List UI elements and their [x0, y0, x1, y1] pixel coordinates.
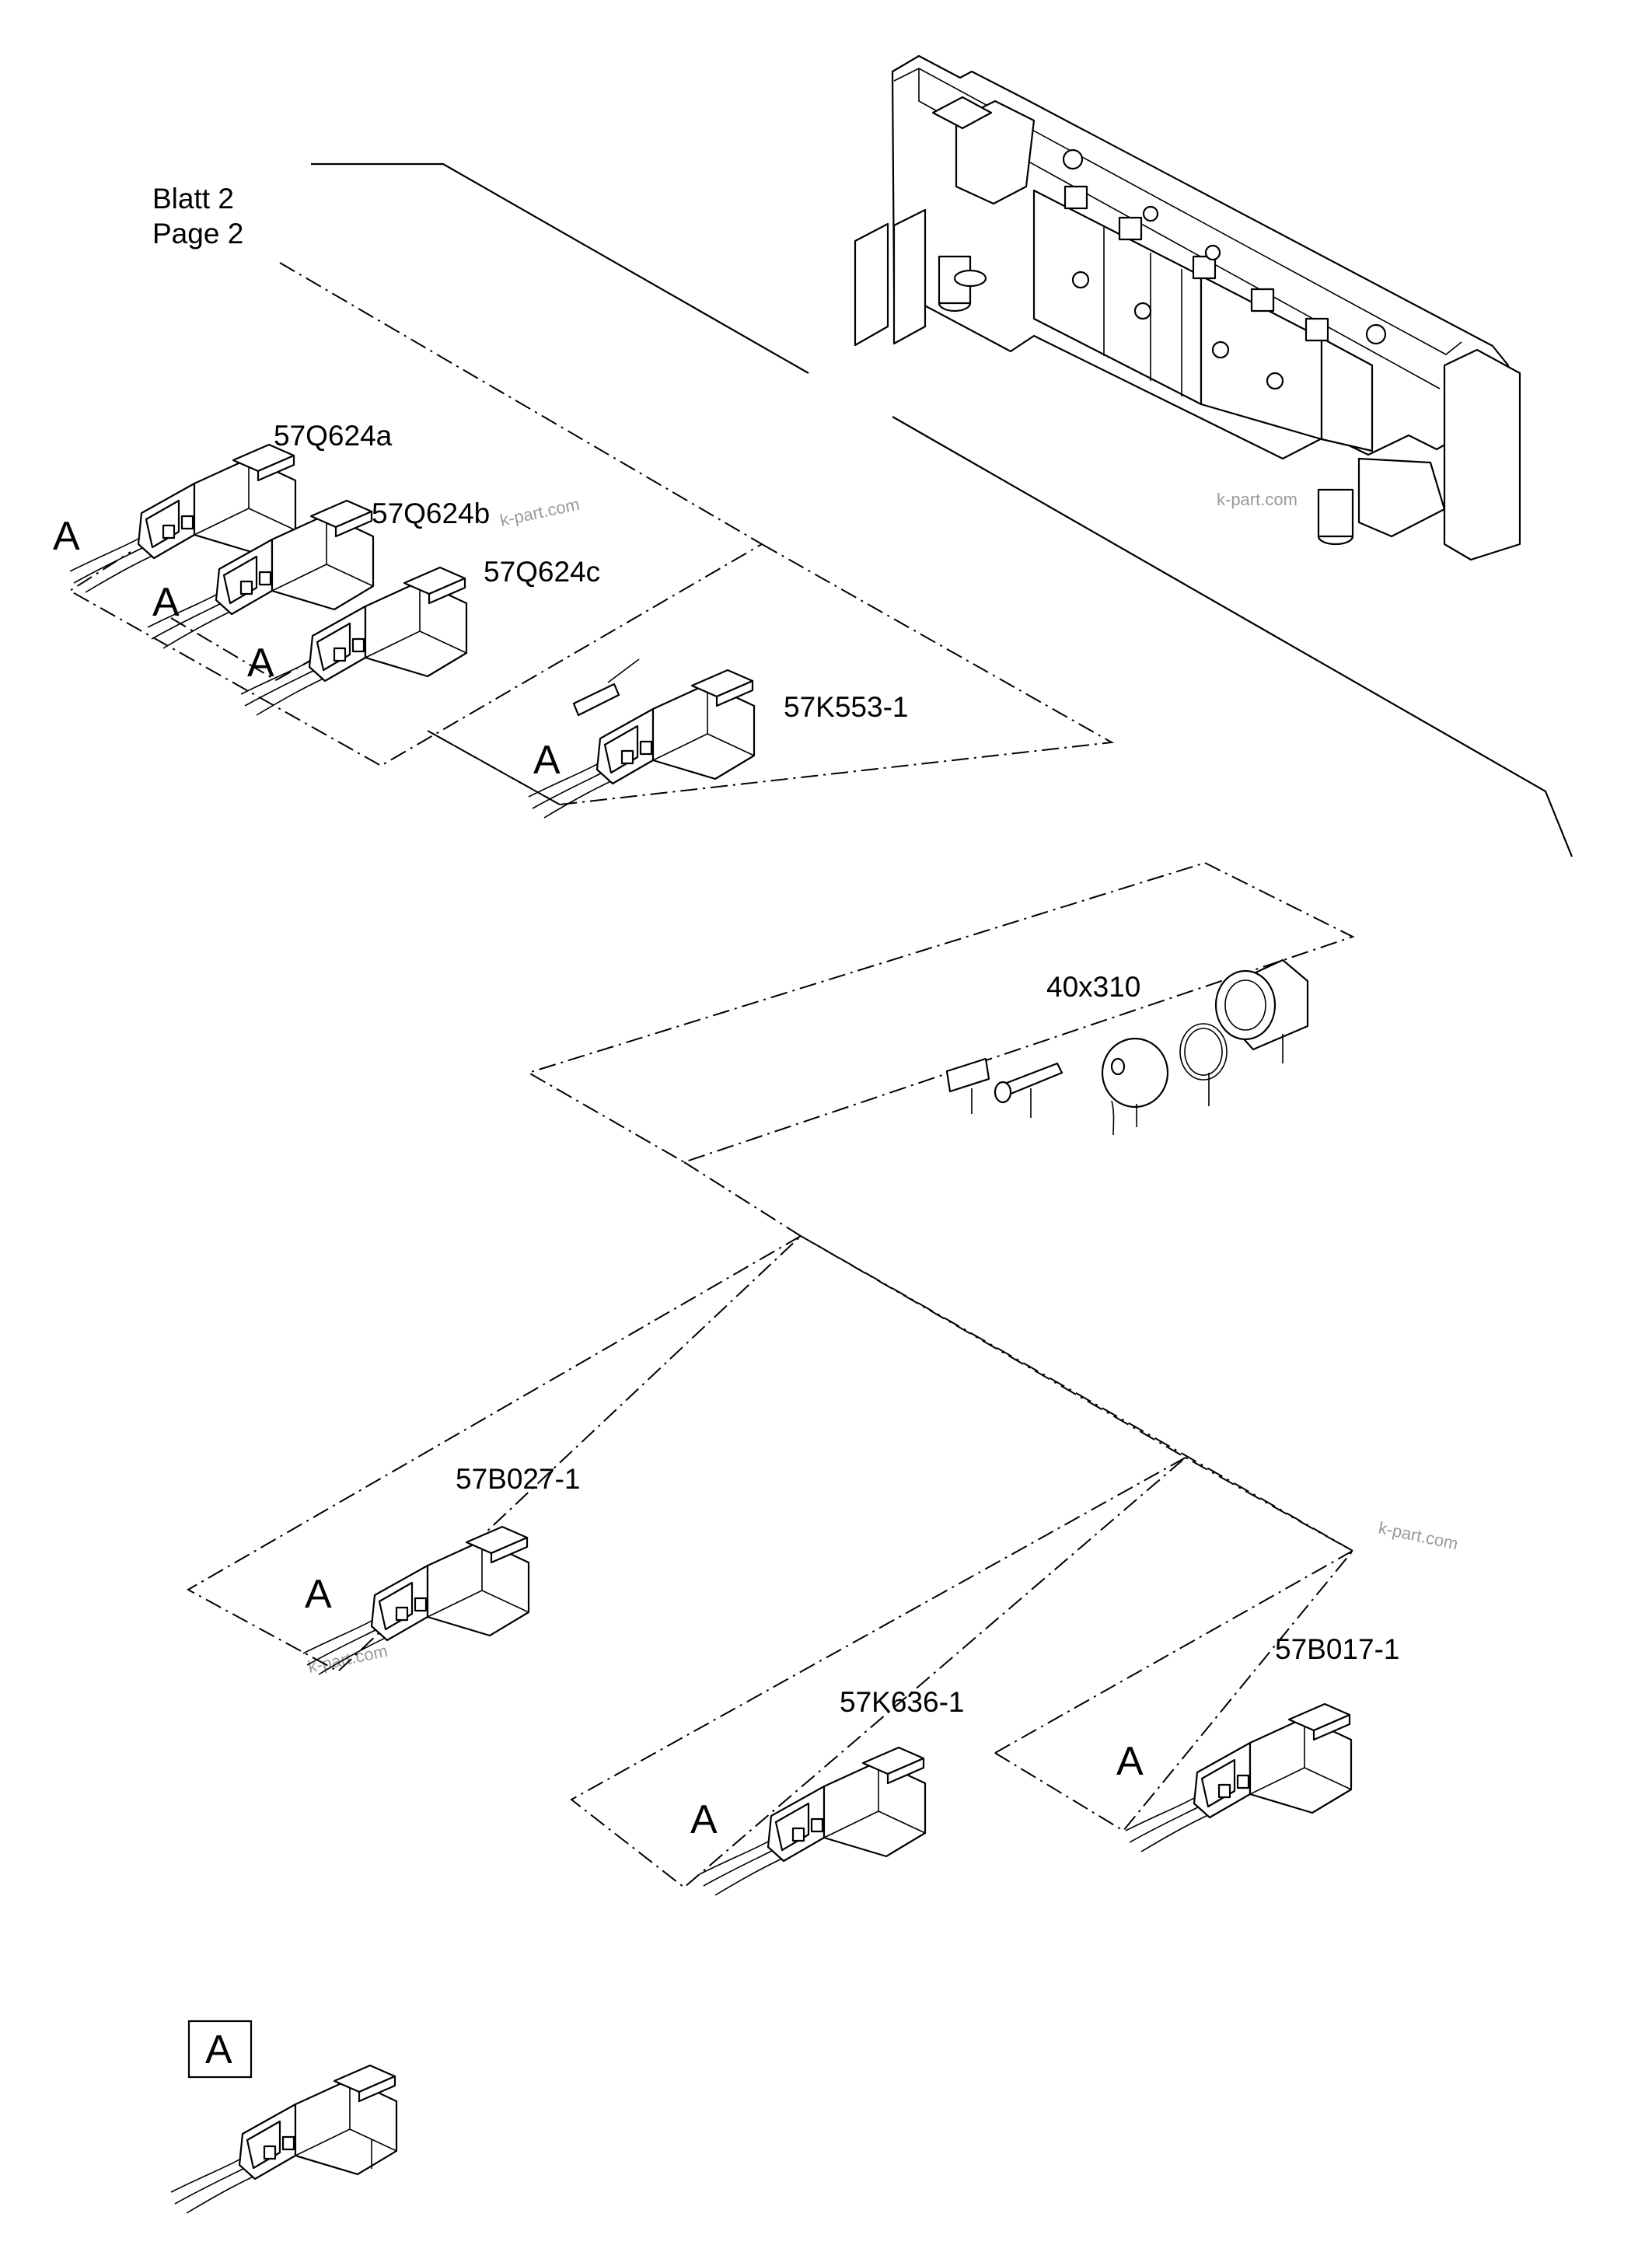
label-57b027-1: 57B027-1 — [456, 1463, 580, 1495]
label-57q624c: 57Q624c — [484, 556, 600, 588]
connector-57b017-1[interactable] — [1124, 1702, 1353, 1853]
seal-kit[interactable] — [945, 958, 1309, 1136]
detail-a-box — [187, 2020, 253, 2079]
watermark: k-part.com — [498, 494, 582, 530]
contact-pin — [572, 658, 640, 717]
valve-block-assembly — [854, 54, 1521, 561]
detail-marker-a: A — [53, 514, 80, 559]
watermark: k-part.com — [1377, 1517, 1460, 1553]
connector-57k636-1[interactable] — [698, 1746, 927, 1897]
label-57q624b: 57Q624b — [372, 498, 490, 529]
detail-a-letter: A — [205, 2027, 232, 2072]
explosion-frames — [68, 262, 1355, 1889]
watermark: k-part.com — [1217, 490, 1298, 509]
detail-marker-a: A — [247, 641, 274, 686]
detail-a-connector[interactable] — [169, 2064, 398, 2215]
label-57k636-1: 57K636-1 — [840, 1686, 964, 1718]
leader-line-lower — [892, 416, 1573, 857]
label-57b017-1: 57B017-1 — [1275, 1633, 1399, 1665]
label-40x310: 40x310 — [1046, 971, 1140, 1003]
detail-marker-a: A — [1116, 1739, 1144, 1784]
detail-marker-a: A — [690, 1797, 718, 1842]
detail-marker-a: A — [152, 580, 180, 625]
detail-marker-a: A — [533, 738, 561, 783]
label-57q624a: 57Q624a — [274, 420, 393, 452]
leader-line-upper — [311, 162, 809, 374]
label-57k553-1: 57K553-1 — [784, 691, 908, 723]
connector-57k553-1[interactable] — [527, 669, 756, 819]
sheet-reference-german: Blatt 2 — [152, 183, 234, 215]
detail-marker-a: A — [305, 1572, 332, 1617]
sheet-reference-english: Page 2 — [152, 218, 243, 250]
